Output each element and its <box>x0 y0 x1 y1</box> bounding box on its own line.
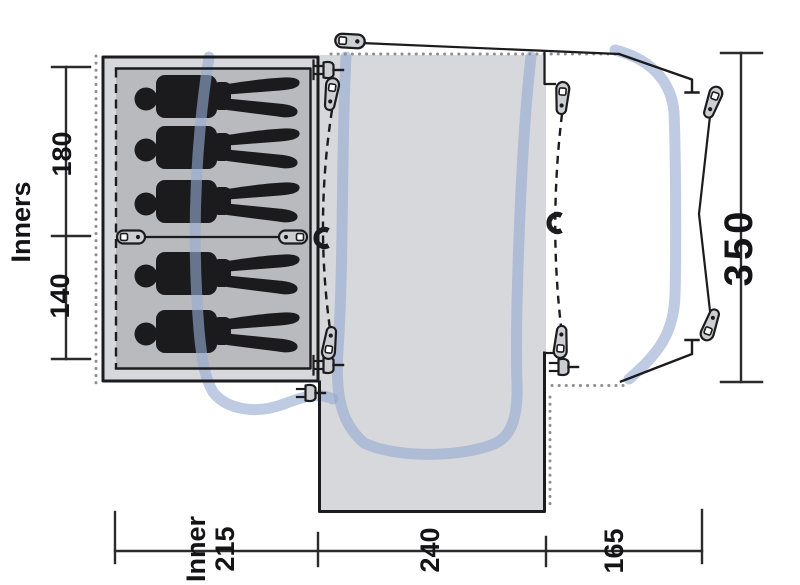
label-inners: Inners <box>6 181 36 262</box>
living-area-floor <box>318 55 546 513</box>
canopy-top-edge <box>617 52 700 94</box>
toggle-icon <box>115 229 147 245</box>
toggle-icon <box>277 229 309 245</box>
dimension-inners-left: Inners 180 140 <box>6 65 92 361</box>
top-guy-line <box>359 41 621 56</box>
label-215: 215 <box>210 526 240 571</box>
label-165: 165 <box>599 528 629 573</box>
peg-icon <box>553 80 571 116</box>
corner-bracket <box>543 51 557 86</box>
peg-icon <box>697 306 724 344</box>
dimension-bottom: Inner 215 240 165 <box>113 508 704 583</box>
plug-icon <box>548 357 580 377</box>
label-inner-word: Inner <box>181 516 211 583</box>
dimension-right-350: 350 <box>717 51 764 384</box>
canopy-bottom-edge <box>619 338 700 384</box>
right-door-zip-dashed <box>554 113 564 327</box>
pole-bands <box>189 44 682 460</box>
porch-outline <box>318 351 546 513</box>
peg-icon <box>333 32 367 50</box>
living-section <box>295 51 621 513</box>
bedroom-section <box>94 54 320 387</box>
front-guy-line <box>697 114 712 313</box>
label-180: 180 <box>47 131 77 176</box>
bedroom-outline <box>101 55 320 383</box>
magnet-icon <box>549 215 562 232</box>
label-140: 140 <box>45 273 75 318</box>
canopy-pole-band <box>609 44 682 385</box>
label-240: 240 <box>415 527 445 572</box>
label-350: 350 <box>717 208 761 287</box>
bedroom-pole-band <box>189 51 339 415</box>
peg-icon <box>699 83 726 121</box>
inner-tent-border <box>114 67 312 370</box>
peg-icon <box>552 324 570 360</box>
canopy-section <box>359 41 712 387</box>
porch-arch-pole-band <box>331 51 537 460</box>
